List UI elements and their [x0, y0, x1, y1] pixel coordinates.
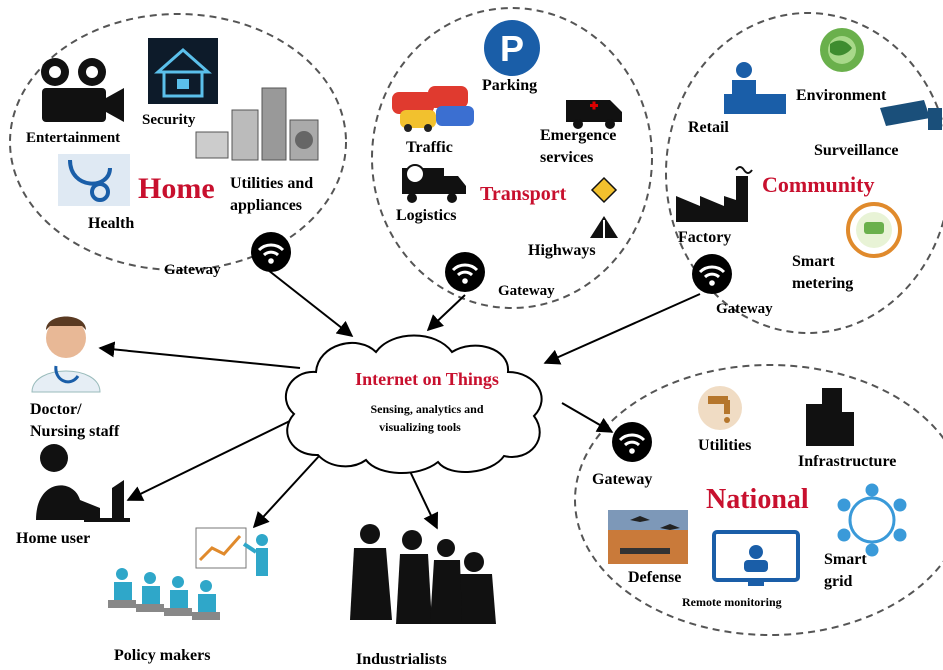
transport-title: Transport: [480, 183, 567, 205]
center-subtitle-line2: visualizing tools: [379, 420, 461, 434]
jets-icon: [608, 510, 688, 564]
transport-cluster: [371, 7, 653, 309]
home-title: Home: [138, 172, 215, 205]
national-defense-label: Defense: [628, 569, 681, 586]
community-environment-label: Environment: [796, 87, 887, 104]
policy-makers-label: Policy makers: [114, 647, 210, 664]
national-gateway-wifi-icon: [610, 420, 654, 464]
national-gateway-label: Gateway: [592, 471, 652, 488]
transport-emergency-line2: services: [540, 149, 593, 166]
community-title: Community: [762, 172, 874, 197]
community-metering-line2: metering: [792, 275, 853, 292]
home-entertainment-label: Entertainment: [26, 130, 120, 146]
community-gateway-label: Gateway: [716, 301, 773, 317]
community-cluster: [665, 12, 943, 334]
national-cluster: [574, 364, 943, 636]
globe-icon: [820, 28, 864, 72]
community-metering-line1: Smart: [792, 253, 835, 270]
cashier-icon: [724, 62, 786, 114]
national-title: National: [706, 484, 809, 515]
center-subtitle-line1: Sensing, analytics and: [370, 402, 483, 416]
ambulance-icon: [566, 100, 622, 129]
home-gateway-label: Gateway: [164, 262, 221, 278]
home-health-label: Health: [88, 215, 134, 232]
transport-gateway-wifi-icon: [443, 250, 487, 294]
transport-highways-label: Highways: [528, 242, 596, 259]
road-sign-icon: [590, 176, 618, 238]
cloud-icon: [284, 334, 543, 474]
transport-emergency-line1: Emergence: [540, 127, 616, 144]
skyscraper-icon: [806, 388, 854, 446]
house-lock-icon: [148, 38, 218, 104]
presenter-icon: [108, 527, 268, 620]
center-title: Internet on Things: [355, 369, 499, 389]
doctor-icon: [31, 316, 101, 393]
truck-icon: [402, 164, 466, 203]
home-gateway-wifi-icon: [249, 230, 293, 274]
home-utilities-line1: Utilities and: [230, 175, 313, 192]
connector-arrows: [98, 269, 701, 530]
meter-icon: [846, 202, 902, 258]
doctor-label-line1: Doctor/: [30, 401, 82, 418]
home-utilities-line2: appliances: [230, 197, 302, 214]
laptop-user-icon: [36, 444, 130, 522]
national-remote-label: Remote monitoring: [682, 595, 782, 609]
svg-text:P: P: [500, 28, 524, 69]
community-gateway-wifi-icon: [690, 252, 734, 296]
home-security-label: Security: [142, 112, 196, 128]
community-retail-label: Retail: [688, 119, 729, 136]
home-cluster: [9, 13, 347, 271]
tap-icon: [698, 386, 742, 430]
national-grid-line1: Smart: [824, 551, 867, 568]
appliances-icon: [195, 87, 319, 161]
doctor-label-line2: Nursing staff: [30, 423, 120, 440]
national-infrastructure-label: Infrastructure: [798, 453, 896, 470]
grid-ring-icon: [837, 483, 907, 557]
home-user-label: Home user: [16, 530, 90, 547]
businessmen-icon: [350, 524, 496, 624]
industrialists-label: Industrialists: [356, 651, 447, 668]
parking-icon: P: [484, 20, 540, 76]
factory-icon: [676, 166, 753, 222]
film-camera-icon: [41, 58, 124, 122]
community-factory-label: Factory: [678, 229, 731, 246]
transport-gateway-label: Gateway: [498, 283, 555, 299]
cars-icon: [392, 86, 474, 132]
monitor-icon: [712, 530, 800, 586]
national-grid-line2: grid: [824, 573, 853, 590]
transport-logistics-label: Logistics: [396, 207, 456, 224]
stethoscope-icon: [58, 154, 130, 206]
transport-parking-label: Parking: [482, 77, 537, 94]
national-utilities-label: Utilities: [698, 437, 751, 454]
transport-traffic-label: Traffic: [406, 139, 453, 156]
community-surveillance-label: Surveillance: [814, 142, 898, 159]
cctv-icon: [880, 100, 942, 130]
